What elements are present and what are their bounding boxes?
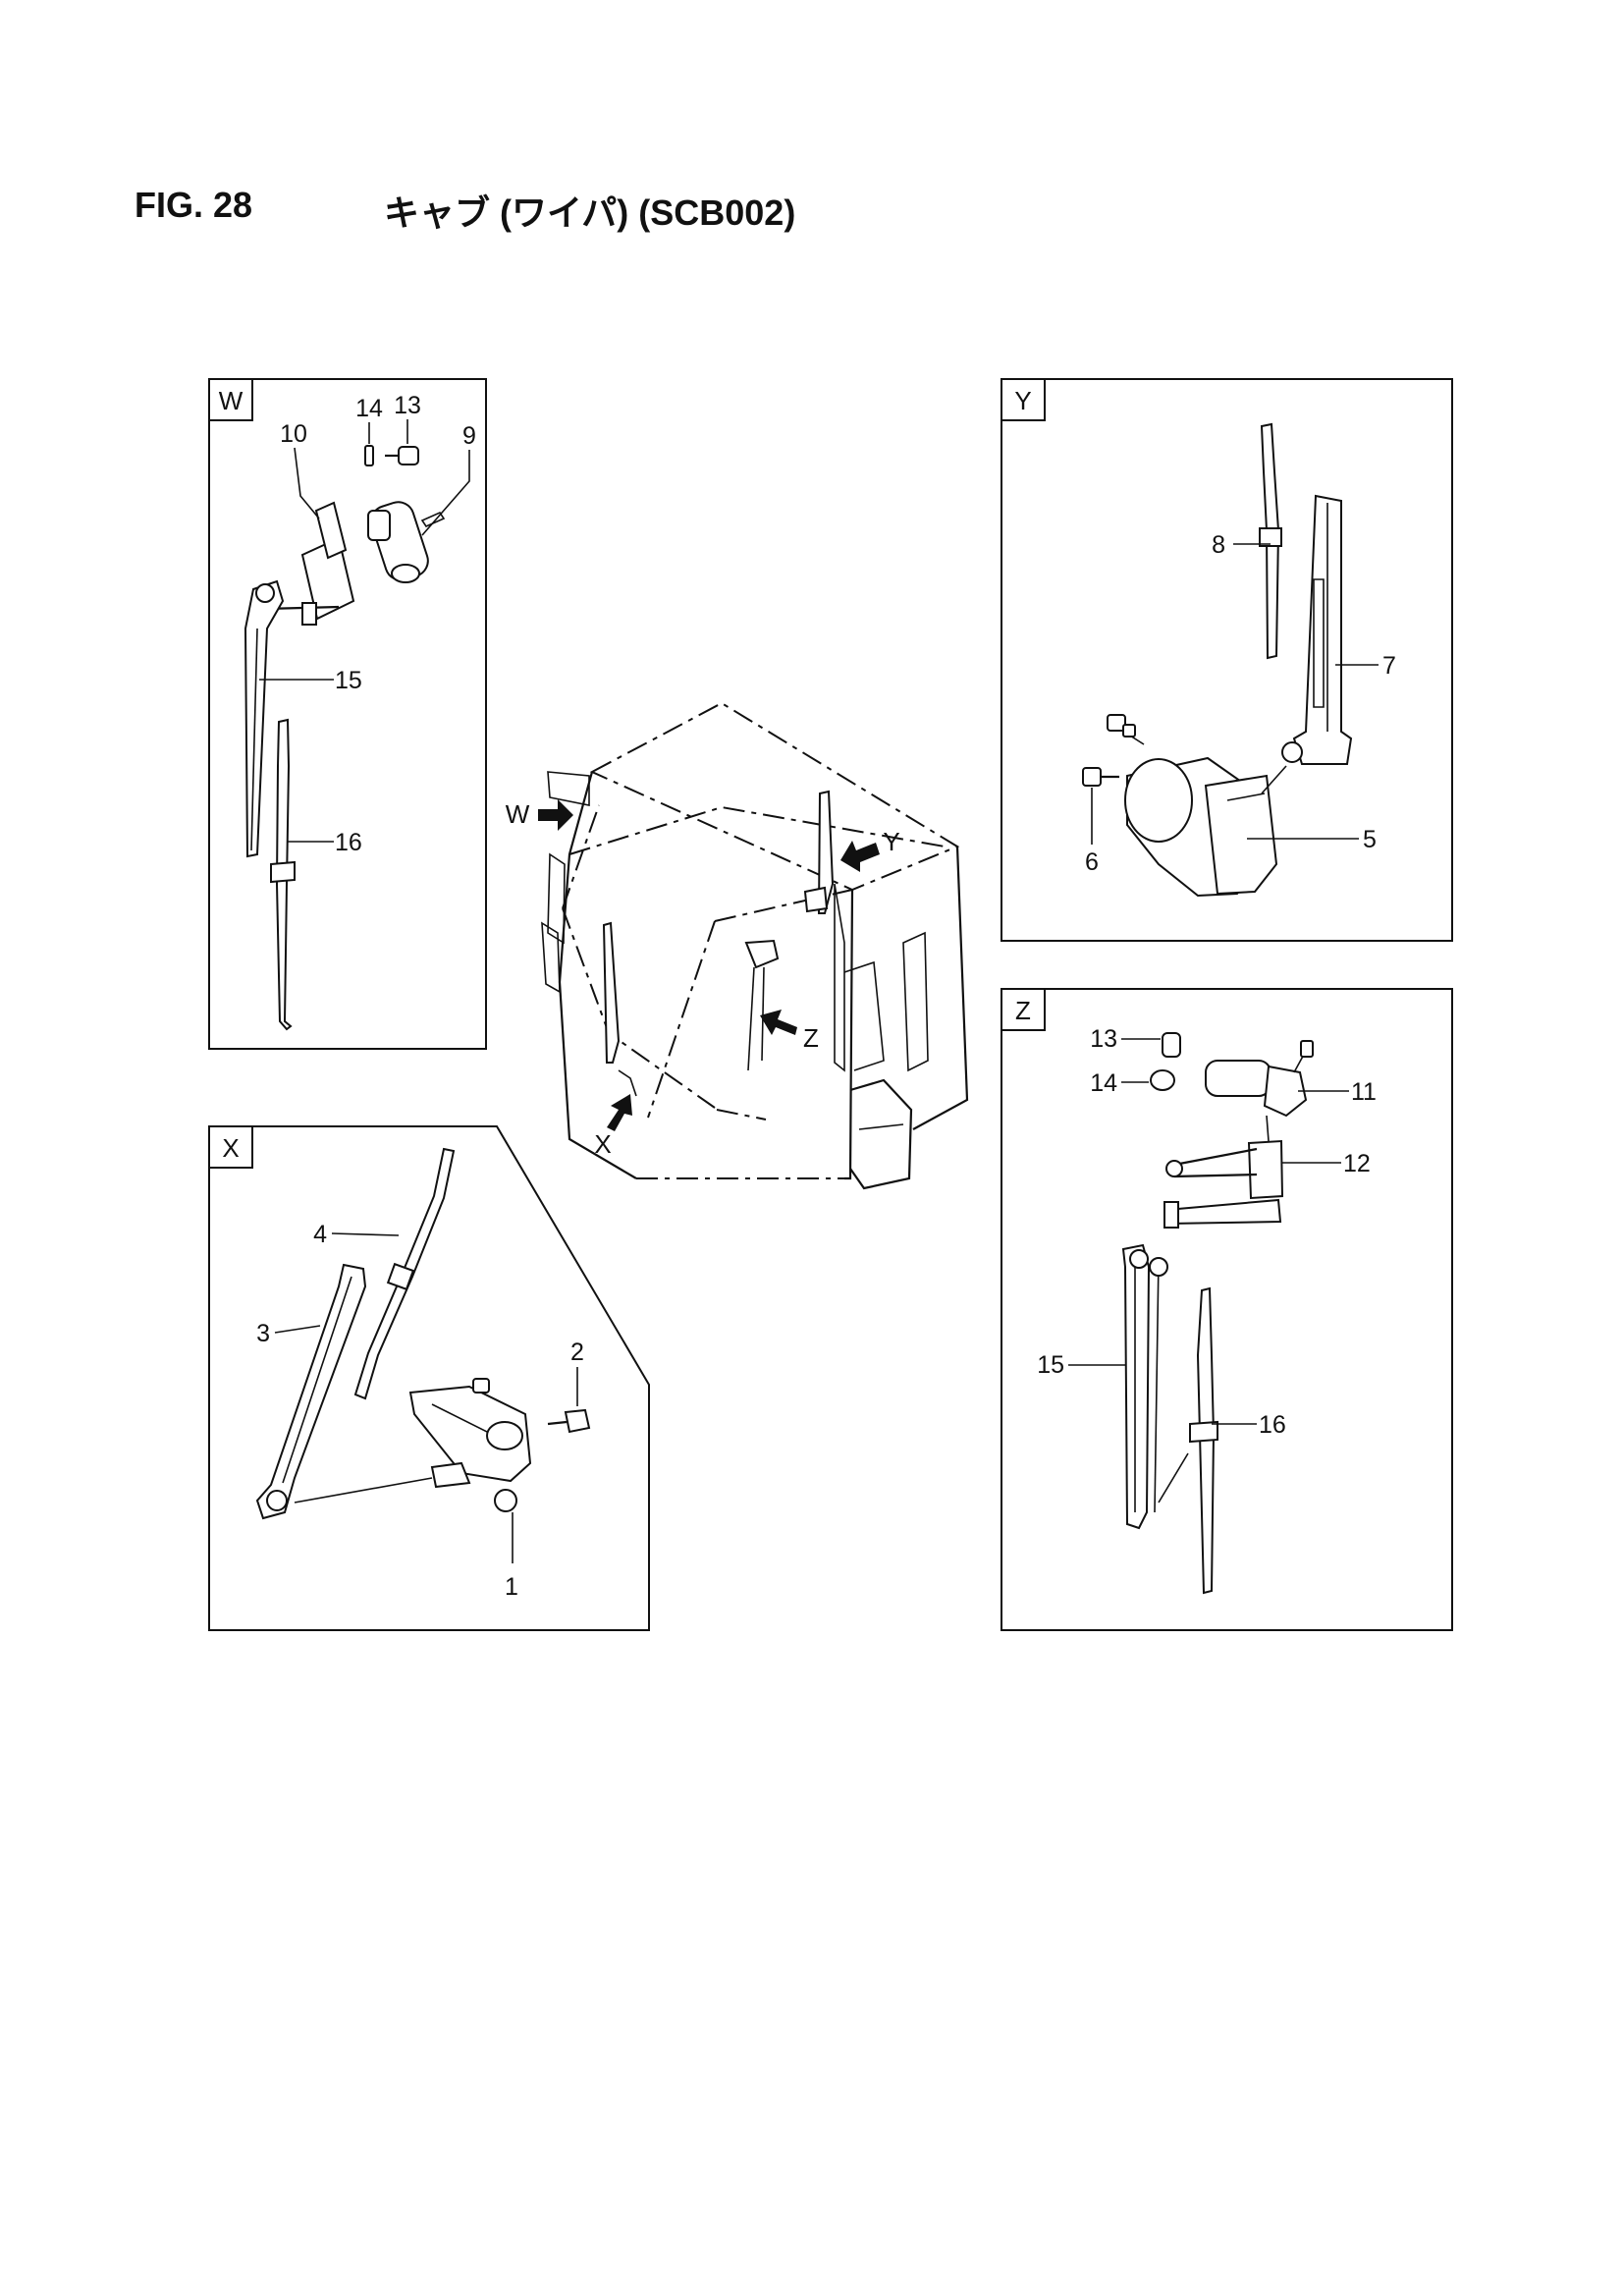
z-label-13: 13 bbox=[1090, 1025, 1117, 1053]
x-label-2: 2 bbox=[570, 1339, 584, 1366]
w-label-15: 15 bbox=[335, 667, 362, 694]
y-wiper-blade bbox=[1259, 422, 1282, 660]
z-wiper-blade bbox=[1158, 1286, 1218, 1595]
x-label-3: 3 bbox=[256, 1320, 270, 1347]
figure-title: キャブ (ワイパ) (SCB002) bbox=[384, 192, 796, 233]
view-w-panel: W 14 13 bbox=[208, 378, 487, 1050]
figure-number: FIG. 28 bbox=[135, 185, 253, 225]
x-wiper-blade bbox=[353, 1147, 456, 1400]
view-y-tag-box bbox=[1001, 378, 1046, 421]
w-label-9: 9 bbox=[462, 422, 476, 450]
w-bolt-13 bbox=[398, 446, 419, 465]
view-y-panel: Y 8 7 6 5 bbox=[1001, 378, 1453, 942]
cab-wiper-x bbox=[602, 921, 621, 1064]
x-nut-1 bbox=[494, 1489, 517, 1512]
cab-wiper-z bbox=[744, 939, 780, 969]
z-bracket bbox=[1163, 1115, 1284, 1229]
w-label-13: 13 bbox=[394, 392, 421, 419]
arrow-w-label: W bbox=[506, 799, 530, 829]
view-x-panel: X 4 3 2 1 bbox=[208, 1125, 650, 1631]
y-label-7: 7 bbox=[1382, 652, 1396, 680]
y-bolt-6 bbox=[1082, 767, 1119, 787]
z-label-15: 15 bbox=[1037, 1351, 1064, 1379]
x-wiper-motor bbox=[408, 1378, 532, 1512]
arrow-x bbox=[607, 1094, 632, 1131]
w-label-10: 10 bbox=[280, 420, 307, 448]
arrow-w bbox=[538, 799, 573, 831]
y-label-5: 5 bbox=[1363, 826, 1377, 853]
w-wiper-blade bbox=[270, 718, 296, 1031]
x-label-4: 4 bbox=[313, 1221, 327, 1248]
view-w-tag-box bbox=[208, 378, 253, 421]
z-label-12: 12 bbox=[1343, 1150, 1371, 1177]
y-label-6: 6 bbox=[1085, 848, 1099, 876]
x-wiper-arm bbox=[255, 1263, 433, 1520]
view-w-tag: W bbox=[219, 386, 243, 415]
view-x-tag-box bbox=[208, 1125, 253, 1169]
w-wiper-motor bbox=[367, 501, 446, 583]
arrow-z bbox=[760, 1010, 797, 1035]
z-wiper-motor bbox=[1205, 1040, 1314, 1118]
y-label-8: 8 bbox=[1212, 531, 1225, 559]
z-label-11: 11 bbox=[1351, 1078, 1377, 1106]
x-label-1: 1 bbox=[505, 1573, 518, 1601]
z-washer-14 bbox=[1150, 1069, 1175, 1091]
view-z-panel: Z 13 bbox=[1001, 988, 1453, 1631]
cab-overview: W Y Z X bbox=[506, 701, 969, 1190]
z-wiper-arm bbox=[1121, 1243, 1168, 1530]
view-z-tag-box bbox=[1001, 988, 1046, 1031]
w-label-14: 14 bbox=[355, 395, 383, 422]
view-y-tag: Y bbox=[1014, 386, 1031, 415]
cab-roof bbox=[589, 701, 960, 892]
view-z-tag: Z bbox=[1015, 996, 1031, 1025]
x-bolt-2 bbox=[547, 1408, 591, 1434]
z-label-16: 16 bbox=[1259, 1411, 1286, 1439]
cab-step bbox=[849, 1078, 913, 1190]
cab-left-outline bbox=[558, 771, 637, 1179]
w-label-16: 16 bbox=[335, 829, 362, 856]
z-bolt-13 bbox=[1162, 1032, 1181, 1058]
arrow-x-label: X bbox=[594, 1129, 611, 1159]
z-label-14: 14 bbox=[1090, 1069, 1117, 1097]
w-washer-14 bbox=[364, 445, 374, 466]
view-x-tag: X bbox=[222, 1133, 239, 1163]
arrow-y bbox=[840, 841, 880, 872]
y-wiper-arm bbox=[1281, 494, 1353, 765]
y-wiper-motor bbox=[1107, 714, 1287, 898]
w-wiper-arm bbox=[243, 579, 285, 858]
arrow-z-label: Z bbox=[803, 1023, 819, 1053]
arrow-y-label: Y bbox=[883, 827, 899, 856]
